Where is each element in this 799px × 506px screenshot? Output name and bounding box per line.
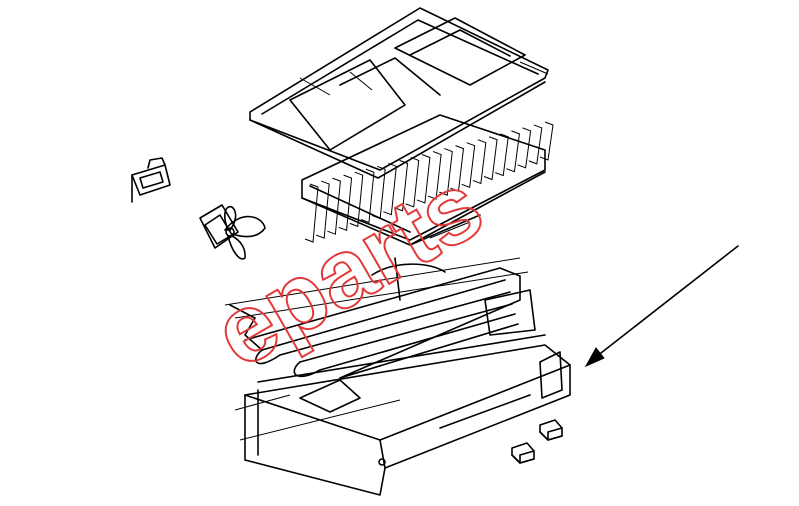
watermark: eparts (196, 150, 501, 389)
pointer-arrow (584, 245, 739, 368)
spacer-blocks (511, 419, 563, 464)
coil-fins (304, 121, 554, 243)
evaporator-fin-coil (301, 114, 554, 246)
evaporator-cover (249, 7, 549, 179)
watermark-text: eparts (197, 151, 500, 388)
drain-tray (234, 334, 571, 496)
heater-tube-coil (224, 257, 536, 379)
fan-motor (199, 204, 266, 260)
mounting-bracket (131, 157, 171, 203)
